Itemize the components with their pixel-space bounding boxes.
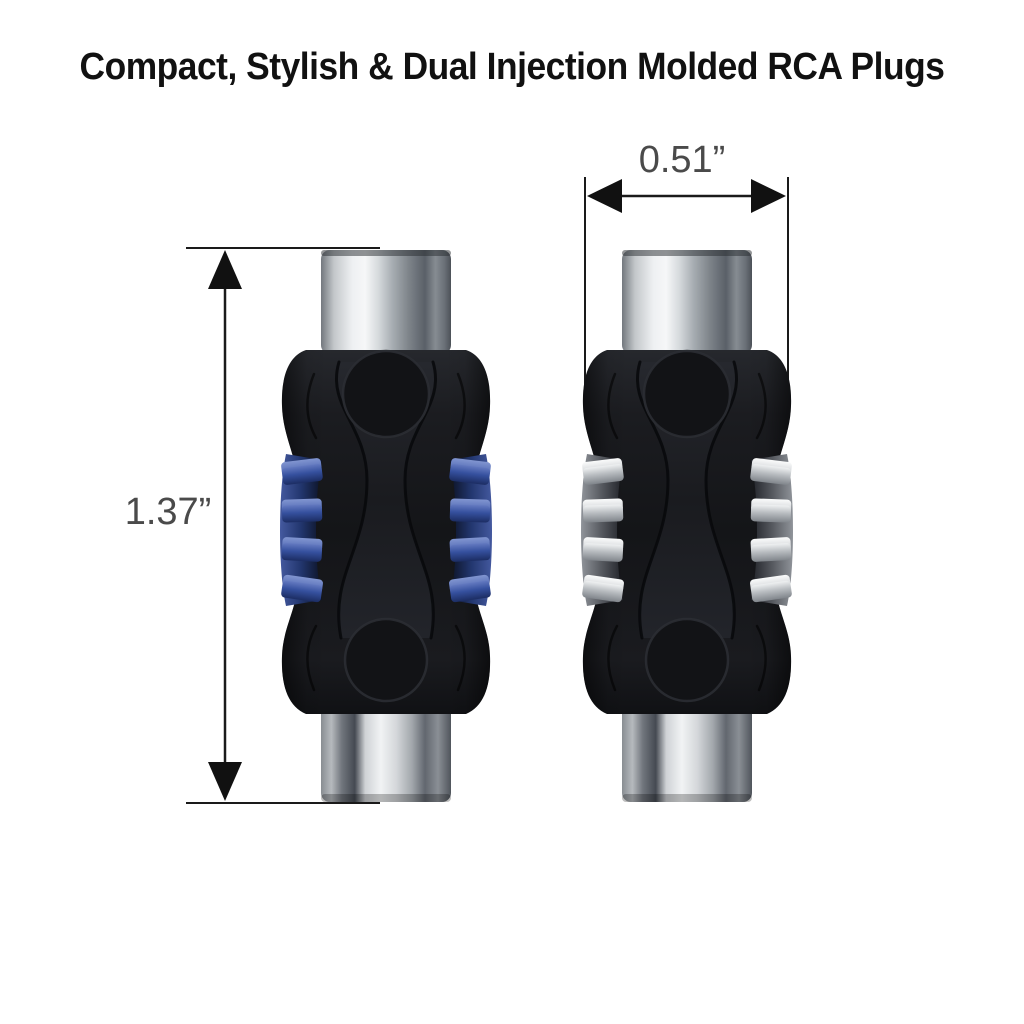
upper-chrome-barrel xyxy=(321,250,451,354)
lower-chrome-barrel xyxy=(622,696,752,802)
lower-chrome-barrel xyxy=(321,696,451,802)
barrel-bottom-rim xyxy=(321,794,451,802)
center-column xyxy=(637,362,737,638)
upper-chrome-barrel xyxy=(622,250,752,354)
grip-ribs-left xyxy=(582,458,624,603)
barrel-top-rim xyxy=(321,250,451,256)
bottom-dimple xyxy=(646,619,728,701)
grip-ribs-left xyxy=(281,458,323,603)
center-column xyxy=(336,362,436,638)
arrow-down-icon xyxy=(208,762,242,801)
height-dimension: 1.37” xyxy=(125,247,380,804)
width-dimension-label: 0.51” xyxy=(639,139,726,181)
page-title: Compact, Stylish & Dual Injection Molded… xyxy=(79,46,945,88)
grip-channel-right xyxy=(751,454,793,606)
arrow-up-icon xyxy=(208,250,242,289)
barrel-bottom-rim xyxy=(622,794,752,802)
grip-channel-left xyxy=(280,454,322,606)
top-dimple xyxy=(644,351,730,437)
width-dimension: 0.51” xyxy=(584,139,789,413)
bottom-dimple xyxy=(345,619,427,701)
arrow-right-icon xyxy=(751,179,786,213)
grip-ribs-right xyxy=(449,458,491,603)
grip-ribs-right xyxy=(750,458,792,603)
height-dimension-label: 1.37” xyxy=(125,491,212,533)
rca-plug-blue xyxy=(280,250,492,802)
arrow-left-icon xyxy=(587,179,622,213)
barrel-top-rim xyxy=(622,250,752,256)
rca-plug-silver xyxy=(581,250,793,802)
grip-channel-left xyxy=(581,454,623,606)
grip-channel-right xyxy=(450,454,492,606)
top-dimple xyxy=(343,351,429,437)
